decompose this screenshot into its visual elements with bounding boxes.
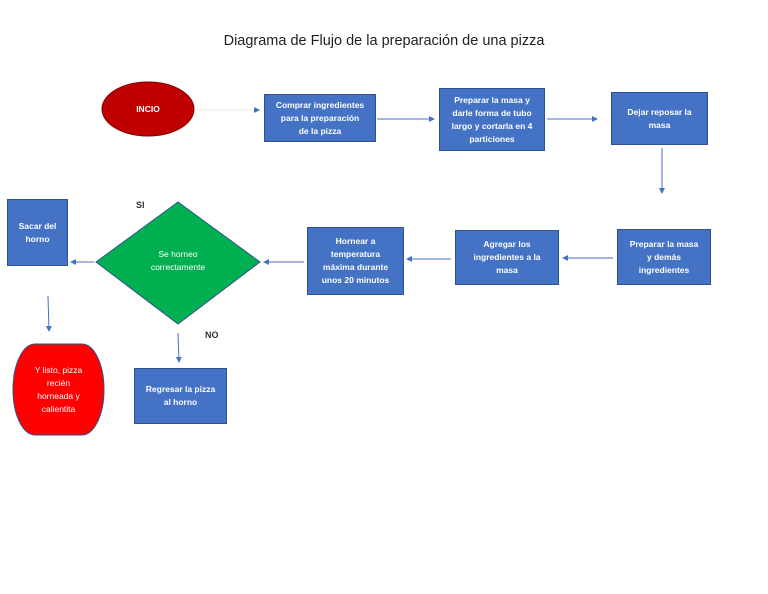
process-return-to-oven: Regresar la pizza al horno: [134, 368, 227, 424]
process-prepare-ingredients: Preparar la masa y demás ingredientes: [617, 229, 711, 285]
end-label: Y listo, pizza recién horneada y calient…: [34, 365, 83, 414]
end-terminal: [12, 343, 105, 436]
process-add-ingredients: Agregar los ingredientes a la masa: [455, 230, 559, 285]
start-oval: [101, 81, 195, 137]
diagram-title: Diagrama de Flujo de la preparación de u…: [223, 33, 545, 49]
process-bake: Hornear a temperatura máxima durante uno…: [307, 227, 404, 295]
process-rest-dough: Dejar reposar la masa: [611, 92, 708, 145]
decision-label: Se horneo correctamente: [150, 249, 206, 272]
connector-remove-end: [45, 295, 52, 332]
branch-label-no: NO: [205, 330, 219, 340]
process-prepare-dough: Preparar la masa y darle forma de tubo l…: [439, 88, 545, 151]
decision-diamond: [95, 201, 261, 325]
start-label: INCIO: [136, 103, 160, 114]
branch-label-yes: SI: [136, 200, 145, 210]
process-buy-ingredients: Comprar ingredientes para la preparación…: [264, 94, 376, 142]
process-remove-from-oven: Sacar del horno: [7, 199, 68, 266]
connector-decision-return: [175, 332, 182, 363]
